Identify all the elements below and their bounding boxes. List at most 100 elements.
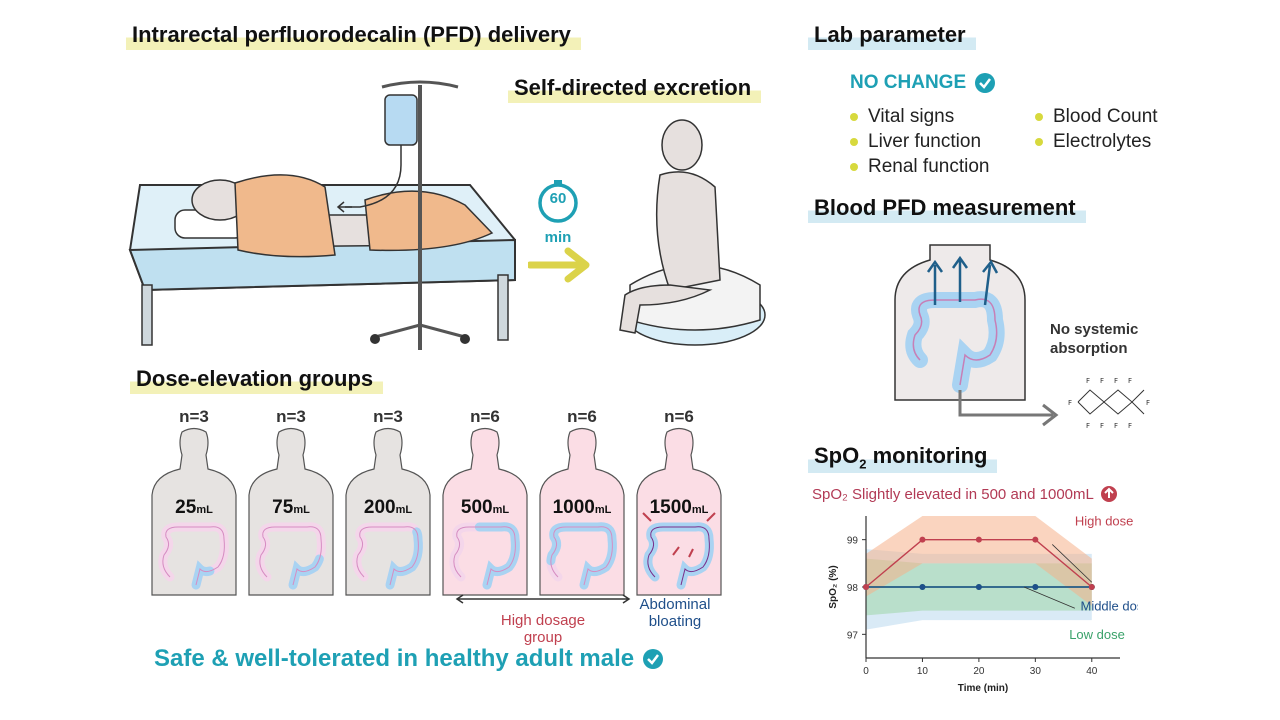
spo2-note: SpO₂ Slightly elevated in 500 and 1000mL [812, 485, 1118, 503]
absorption-note-line1: No systemic [1050, 321, 1139, 338]
lab-item-liver: Liver function [850, 129, 989, 154]
group-size: n=3 [179, 407, 209, 426]
conclusion-text: Safe & well-tolerated in healthy adult m… [154, 645, 635, 672]
svg-text:F: F [1146, 399, 1150, 407]
x-tick-label: 20 [973, 666, 985, 677]
dose-value: 500 [460, 497, 493, 518]
high-dose-range: High dosage group [453, 592, 633, 646]
leader-line [1023, 586, 1075, 609]
lab-item-blood-count: Blood Count [1035, 104, 1158, 129]
absorption-note-line2: absorption [1050, 340, 1128, 357]
x-tick-label: 40 [1086, 666, 1098, 677]
data-point [919, 584, 926, 590]
y-tick-label: 99 [847, 536, 859, 547]
title-lab: Lab parameter [808, 22, 976, 50]
svg-text:F: F [1086, 377, 1090, 385]
series-label: Middle dose [1080, 599, 1138, 614]
svg-text:F: F [1100, 422, 1104, 430]
body-silhouette-icon [151, 427, 237, 596]
body-silhouette-icon [442, 427, 528, 596]
dose-unit: mL [492, 504, 510, 516]
title-spo2: SpO2 monitoring [808, 443, 998, 474]
group-size: n=6 [470, 407, 500, 426]
body-silhouette-icon [248, 427, 334, 596]
bullet-icon [850, 112, 858, 121]
range-arrow-icon [455, 594, 631, 604]
data-point [919, 536, 926, 543]
lab-item-vital-signs: Vital signs [850, 104, 989, 129]
leader-line [1051, 544, 1093, 583]
x-tick-label: 10 [917, 666, 929, 677]
dose-volume: 500mL [440, 497, 530, 519]
series-label: Low dose [1069, 627, 1125, 642]
title-dose: Dose-elevation groups [130, 366, 384, 394]
svg-text:F: F [1128, 377, 1132, 385]
dose-group: n=6 1500mL [633, 405, 725, 596]
bullet-icon [1035, 112, 1043, 121]
title-blood: Blood PFD measurement [808, 195, 1086, 223]
arrow-right-icon [528, 247, 590, 283]
dose-unit: mL [594, 504, 612, 516]
y-tick-label: 97 [847, 630, 859, 641]
dose-group: n=3 75mL [245, 405, 337, 596]
bullet-icon [1035, 137, 1043, 146]
svg-text:F: F [1068, 399, 1072, 407]
high-dose-note-line1: High dosage [500, 612, 586, 629]
group-size: n=3 [276, 407, 306, 426]
svg-text:F: F [1100, 377, 1104, 385]
svg-text:F: F [1086, 422, 1090, 430]
conclusion: Safe & well-tolerated in healthy adult m… [154, 645, 664, 673]
svg-text:F: F [1114, 422, 1118, 430]
group-size: n=6 [664, 407, 694, 426]
lab-status: NO CHANGE [850, 72, 996, 94]
title-excretion: Self-directed excretion [508, 75, 762, 103]
absorption-note: No systemic absorption [1050, 320, 1138, 358]
timer-unit: min [544, 229, 572, 246]
high-dose-note-line2: group [523, 629, 563, 646]
x-tick-label: 0 [863, 666, 869, 677]
check-circle-icon [643, 649, 664, 669]
dose-volume: 1000mL [537, 497, 627, 519]
seated-person-illustration [619, 119, 766, 346]
lab-item-renal: Renal function [850, 154, 989, 179]
dose-volume: 200mL [343, 497, 433, 519]
torso-absorption-illustration [894, 244, 1026, 410]
data-point [863, 584, 869, 590]
bloating-note: Abdominal bloating [630, 596, 720, 630]
title-delivery: Intrarectal perfluorodecalin (PFD) deliv… [126, 22, 581, 50]
dose-volume: 25mL [149, 497, 239, 519]
data-point [975, 584, 982, 590]
x-tick-label: 30 [1030, 666, 1042, 677]
timer-value: 60 [549, 190, 567, 207]
dose-volume: 1500mL [634, 497, 724, 519]
arrow-up-circle-icon [1100, 486, 1117, 502]
dose-unit: mL [395, 504, 413, 516]
body-silhouette-icon [636, 427, 722, 596]
bullet-icon [850, 162, 858, 171]
lab-list-left: Vital signs Liver function Renal functio… [850, 104, 989, 179]
bloating-note-line2: bloating [648, 613, 702, 630]
dose-group: n=3 25mL [148, 405, 240, 596]
dose-unit: mL [293, 504, 310, 516]
x-axis-label: Time (min) [958, 683, 1008, 694]
dose-value: 1000 [552, 497, 595, 518]
body-silhouette-icon [345, 427, 431, 596]
dose-value: 75 [272, 497, 294, 518]
dose-value: 1500 [649, 497, 692, 518]
dose-value: 25 [175, 497, 197, 518]
data-point [1032, 536, 1039, 543]
lab-status-text: NO CHANGE [850, 72, 967, 93]
y-axis-label: SpO₂ (%) [828, 565, 839, 608]
dose-value: 200 [363, 497, 396, 518]
stopwatch-icon [538, 180, 578, 223]
spo2-note-text: SpO₂ Slightly elevated in 500 and 1000mL [812, 485, 1094, 503]
group-size: n=6 [567, 407, 597, 426]
dose-group: n=6 1000mL [536, 405, 628, 596]
data-point [1088, 584, 1095, 590]
dose-group: n=6 500mL [439, 405, 531, 596]
arrow-right-icon [958, 397, 1059, 427]
